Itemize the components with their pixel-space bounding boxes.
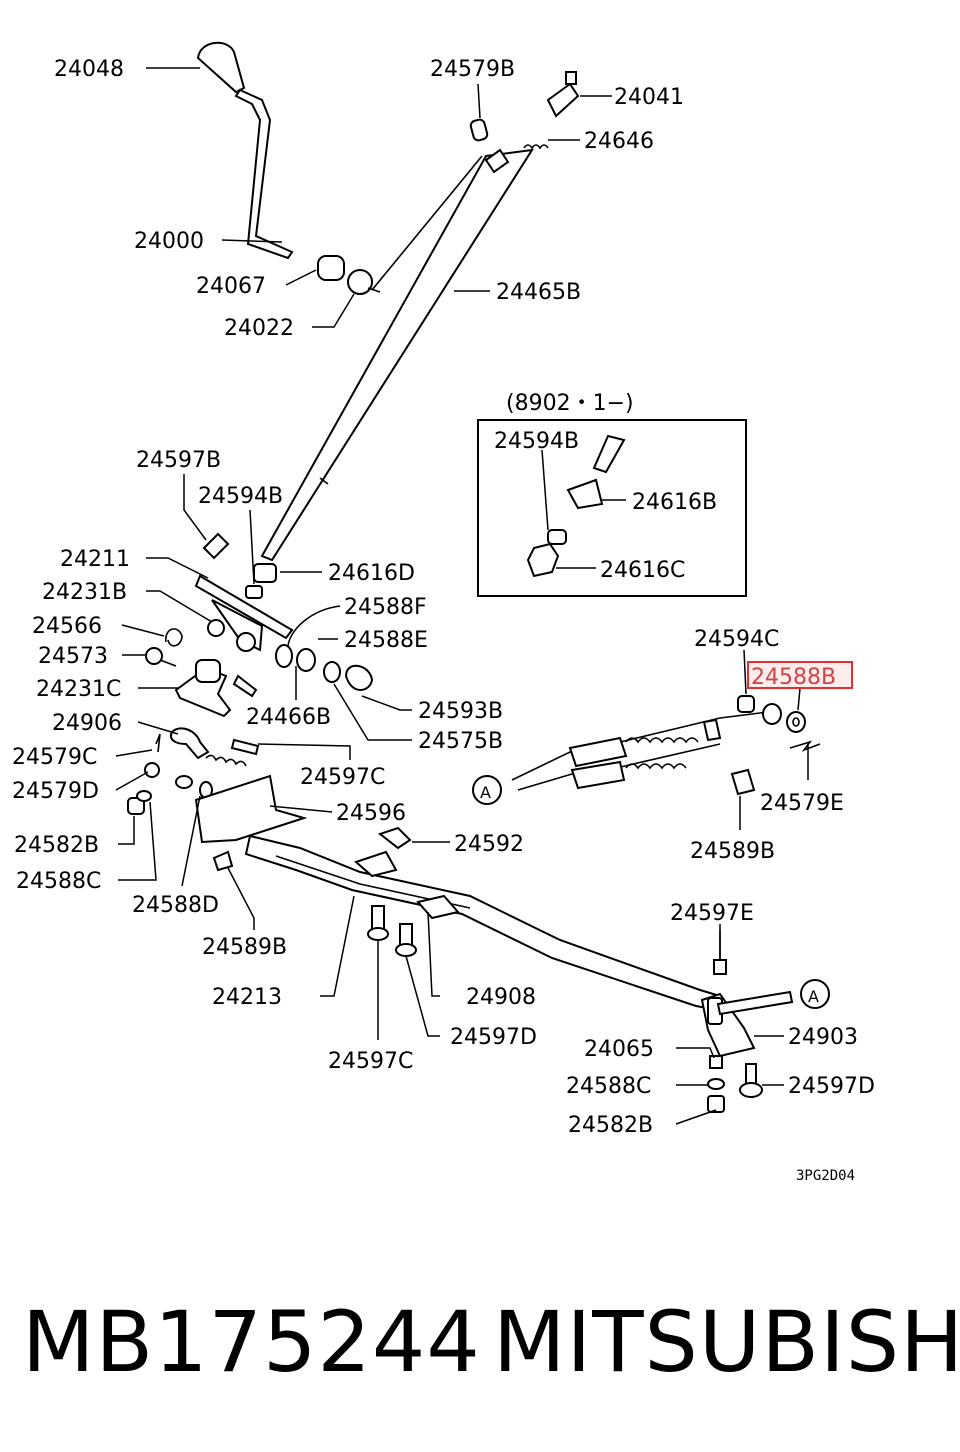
label-24588e: 24588E [344,628,428,653]
label-24588d: 24588D [132,893,219,918]
label-24594b: 24594B [198,484,283,509]
label-24616c: 24616C [600,558,685,583]
reference-mark-right: A [808,987,819,1006]
label-24022: 24022 [224,316,294,341]
variant-note: (8902・1−) [506,391,634,416]
label-24213: 24213 [212,985,282,1010]
label-24597d-mid: 24597D [450,1025,537,1050]
highlight-box-24588b [747,661,853,689]
label-24588b: 24588B [751,665,836,690]
selector-mechanism [145,532,374,718]
label-24588c-left: 24588C [16,869,101,894]
variant-inset: (8902・1−) [477,391,747,597]
label-24588f: 24588F [344,595,427,620]
label-24231c: 24231C [36,677,121,702]
rod-24465b [260,71,580,562]
diagram-code: 3PG2D04 [796,1168,855,1184]
label-24597d-right: 24597D [788,1074,875,1099]
label-24579e: 24579E [760,791,844,816]
label-24616d: 24616D [328,561,415,586]
label-24593b: 24593B [418,699,503,724]
label-24597c-bottom: 24597C [328,1049,413,1074]
label-24566: 24566 [32,614,102,639]
label-24582b-left: 24582B [14,833,99,858]
label-24048: 24048 [54,57,124,82]
label-24903: 24903 [788,1025,858,1050]
reference-mark-left: A [480,783,491,802]
leader-lines [115,67,809,1125]
brand-name: MITSUBISHI [493,1293,960,1391]
footer: MB175244 MITSUBISHI [0,1292,960,1392]
label-24908: 24908 [466,985,536,1010]
cable-assembly: A A [472,695,830,1009]
label-24466b: 24466B [246,705,331,730]
label-24465b: 24465B [496,280,581,305]
label-24579c: 24579C [12,745,97,770]
label-24579d: 24579D [12,779,99,804]
label-24582b-right: 24582B [568,1113,653,1138]
label-24588c-right: 24588C [566,1074,651,1099]
label-24616b: 24616B [632,490,717,515]
label-24594b-inset: 24594B [494,429,579,454]
label-24589b-right: 24589B [690,839,775,864]
label-24592: 24592 [454,832,524,857]
label-24597c-top: 24597C [300,765,385,790]
label-24646: 24646 [584,129,654,154]
label-24573: 24573 [38,644,108,669]
label-24067: 24067 [196,274,266,299]
label-24589b-left: 24589B [202,935,287,960]
label-24041: 24041 [614,85,684,110]
label-24000: 24000 [134,229,204,254]
label-24596: 24596 [336,801,406,826]
label-24231b: 24231B [42,580,127,605]
label-24211: 24211 [60,547,130,572]
label-24597e: 24597E [670,901,754,926]
label-24065: 24065 [584,1037,654,1062]
label-24579b: 24579B [430,57,515,82]
label-24906: 24906 [52,711,122,736]
label-24575b: 24575B [418,729,503,754]
shift-lever-assembly [196,42,381,295]
base-bracket [127,727,794,1113]
label-24594c: 24594C [694,627,779,652]
callout-labels: 24048 24579B 24041 24646 24000 24067 240… [12,57,875,1184]
part-number: MB175244 [22,1293,481,1391]
label-24597b: 24597B [136,448,221,473]
